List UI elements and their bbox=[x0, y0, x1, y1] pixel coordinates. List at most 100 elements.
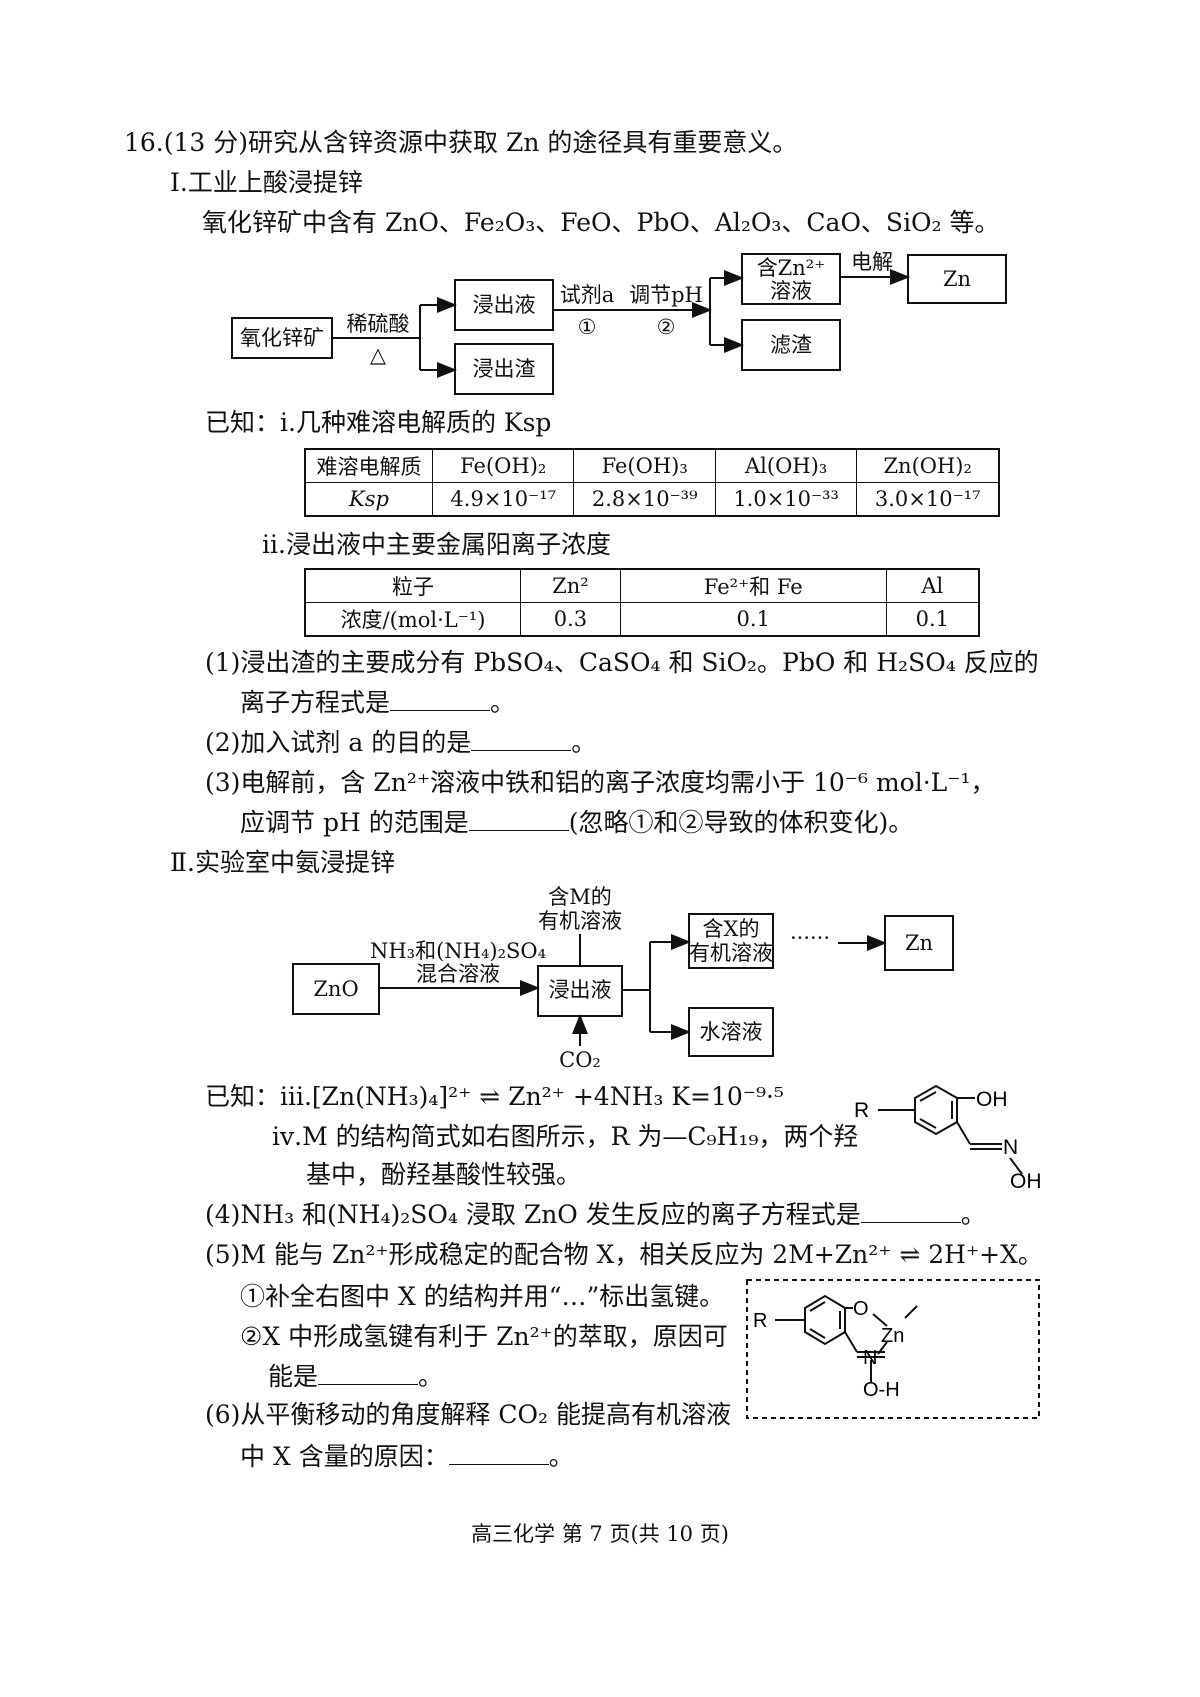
q2-answer-blank[interactable] bbox=[471, 728, 572, 751]
known-iv-line1: ⅳ.M 的结构简式如右图所示，R 为—C₉H₁₉，两个羟 bbox=[272, 1122, 859, 1151]
mol-x-oh-label: O-H bbox=[863, 1379, 900, 1401]
q4-line: (4)NH₃ 和(NH₄)₂SO₄ 浸取 ZnO 发生反应的离子方程式是 。 bbox=[205, 1200, 986, 1230]
ksp-table-header-row: 难溶电解质 Fe(OH)₂ Fe(OH)₃ Al(OH)₃ Zn(OH)₂ bbox=[304, 448, 1000, 483]
q2-end: 。 bbox=[571, 728, 597, 757]
q5-sub1: ①补全右图中 X 的结构并用“…”标出氢键。 bbox=[240, 1282, 725, 1311]
fc2-co2: CO₂ bbox=[559, 1048, 601, 1072]
fc2-aqueous: 水溶液 bbox=[700, 1020, 763, 1044]
conc-header-label: 粒子 bbox=[304, 568, 521, 603]
fc1-ore: 氧化锌矿 bbox=[240, 326, 324, 350]
conc-value-cell: 0.1 bbox=[619, 602, 887, 637]
q6-prompt: 中 X 含量的原因： bbox=[240, 1442, 449, 1471]
q4-end: 。 bbox=[960, 1200, 986, 1229]
q3-line1: (3)电解前，含 Zn²⁺溶液中铁和铝的离子浓度均需小于 10⁻⁶ mol·L⁻… bbox=[205, 768, 996, 797]
fc1-electrolysis: 电解 bbox=[851, 250, 893, 274]
mol-x-o-label: O bbox=[853, 1298, 869, 1320]
fc2-start: ZnO bbox=[313, 977, 358, 1001]
fc1-leach-residue: 浸出渣 bbox=[473, 357, 536, 381]
known-ii: ⅱ.浸出液中主要金属阳离子浓度 bbox=[262, 530, 611, 559]
mol-m-r-label: R bbox=[854, 1099, 869, 1122]
mol-x-r-label: R bbox=[753, 1310, 767, 1332]
conc-table: 粒子 Zn² Fe²⁺和 Fe Al 浓度/(mol·L⁻¹) 0.3 0.1 … bbox=[304, 568, 980, 637]
q2-line: (2)加入试剂 a 的目的是 。 bbox=[205, 728, 596, 758]
q3-prompt: 应调节 pH 的范围是 bbox=[240, 808, 469, 837]
fc1-heat: △ bbox=[370, 343, 387, 367]
conc-row-label: 浓度/(mol·L⁻¹) bbox=[304, 602, 521, 637]
ksp-value-cell: 4.9×10⁻¹⁷ bbox=[431, 482, 575, 517]
mol-x-zn-label: Zn bbox=[881, 1325, 904, 1347]
fc1-step2: 调节pH bbox=[629, 283, 703, 307]
q6-line2: 中 X 含量的原因： 。 bbox=[240, 1442, 574, 1472]
fc1-zn-solution-l1: 含Zn²⁺ bbox=[757, 256, 826, 280]
ksp-table: 难溶电解质 Fe(OH)₂ Fe(OH)₃ Al(OH)₃ Zn(OH)₂ Ks… bbox=[304, 448, 1000, 517]
mol-x-n-label: N bbox=[863, 1347, 877, 1369]
q3-end: (忽略①和②导致的体积变化)。 bbox=[568, 808, 914, 837]
page-footer: 高三化学 第 7 页(共 10 页) bbox=[471, 1522, 729, 1546]
ksp-value-cell: 3.0×10⁻¹⁷ bbox=[856, 482, 1000, 517]
ksp-header-cell: Zn(OH)₂ bbox=[856, 448, 1000, 483]
conc-header-cell: Al bbox=[885, 568, 980, 603]
fc1-reagent: 稀硫酸 bbox=[347, 312, 410, 336]
molecule-m-structure: R OH N OH bbox=[854, 1084, 1042, 1193]
fc1-filter-residue: 滤渣 bbox=[770, 333, 812, 357]
ksp-table-value-row: Ksp 4.9×10⁻¹⁷ 2.8×10⁻³⁹ 1.0×10⁻³³ 3.0×10… bbox=[304, 482, 1000, 517]
fc1-zn-solution-l2: 溶液 bbox=[770, 279, 812, 303]
conc-value-cell: 0.3 bbox=[520, 602, 621, 637]
question-16-header: 16.(13 分)研究从含锌资源中获取 Zn 的途径具有重要意义。 bbox=[124, 128, 798, 157]
q1-end: 。 bbox=[490, 688, 516, 717]
fc1-step1-num: ① bbox=[578, 315, 597, 339]
complex-x-structure[interactable]: R O Zn N O-H bbox=[745, 1278, 1045, 1424]
fc2-m-l2: 有机溶液 bbox=[538, 909, 622, 933]
q5-sub2-line1: ②X 中形成氢键有利于 Zn²⁺的萃取，原因可 bbox=[240, 1322, 728, 1351]
ksp-value-cell: 1.0×10⁻³³ bbox=[714, 482, 858, 517]
mol-m-oh-label: OH bbox=[976, 1088, 1008, 1111]
fc1-step2-num: ② bbox=[657, 315, 676, 339]
flowchart-1: 氧化锌矿 稀硫酸 △ 浸出液 浸出渣 试剂a ① 调节pH ② 含Zn²⁺ 溶液… bbox=[231, 250, 1007, 395]
fc1-product: Zn bbox=[943, 267, 971, 291]
fc2-leach-liquid: 浸出液 bbox=[549, 978, 612, 1002]
flowchart-2: ZnO NH₃和(NH₄)₂SO₄ 混合溶液 含M的 有机溶液 浸出液 CO₂ … bbox=[292, 885, 954, 1072]
known-iii: 已知：ⅲ.[Zn(NH₃)₄]²⁺ ⇌ Zn²⁺ +4NH₃ K=10⁻⁹·⁵ bbox=[205, 1082, 784, 1111]
fc1-step1: 试剂a bbox=[560, 283, 615, 307]
q6-end: 。 bbox=[548, 1442, 574, 1471]
q5-line1: (5)M 能与 Zn²⁺形成稳定的配合物 X，相关反应为 2M+Zn²⁺ ⇌ 2… bbox=[205, 1240, 1043, 1269]
part1-title: Ⅰ.工业上酸浸提锌 bbox=[170, 168, 363, 197]
fc2-x-l1: 含X的 bbox=[703, 917, 760, 941]
ksp-value-cell: 2.8×10⁻³⁹ bbox=[573, 482, 716, 517]
q1-answer-blank[interactable] bbox=[390, 688, 491, 711]
fc2-m-l1: 含M的 bbox=[548, 885, 612, 909]
q2-prompt: (2)加入试剂 a 的目的是 bbox=[205, 728, 472, 757]
q4-answer-blank[interactable] bbox=[860, 1200, 961, 1223]
q3-answer-blank[interactable] bbox=[468, 808, 569, 831]
conc-header-cell: Zn² bbox=[520, 568, 621, 603]
fc2-reagent-l2: 混合溶液 bbox=[416, 962, 500, 986]
q6-answer-blank[interactable] bbox=[448, 1442, 549, 1465]
fc2-x-l2: 有机溶液 bbox=[689, 941, 773, 965]
part2-title: Ⅱ.实验室中氨浸提锌 bbox=[170, 848, 395, 877]
mol-m-n-label: N bbox=[1003, 1136, 1018, 1159]
q5-sub2-line2: 能是 。 bbox=[268, 1362, 443, 1392]
mol-m-oh2-label: OH bbox=[1010, 1170, 1042, 1193]
fc2-product: Zn bbox=[905, 931, 933, 955]
ksp-header-cell: Al(OH)₃ bbox=[714, 448, 858, 483]
q1-line1: (1)浸出渣的主要成分有 PbSO₄、CaSO₄ 和 SiO₂。PbO 和 H₂… bbox=[205, 648, 1039, 677]
ksp-header-label: 难溶电解质 bbox=[304, 448, 433, 483]
conc-table-value-row: 浓度/(mol·L⁻¹) 0.3 0.1 0.1 bbox=[304, 602, 980, 637]
q5-end: 。 bbox=[418, 1362, 444, 1391]
known-i: 已知：ⅰ.几种难溶电解质的 Ksp bbox=[205, 408, 552, 437]
ksp-header-cell: Fe(OH)₂ bbox=[431, 448, 575, 483]
fc2-dots: ······ bbox=[790, 926, 830, 950]
conc-value-cell: 0.1 bbox=[885, 602, 980, 637]
fc1-leach-liquid: 浸出液 bbox=[473, 293, 536, 317]
ksp-row-label: Ksp bbox=[304, 482, 433, 517]
q1-prompt: 离子方程式是 bbox=[240, 688, 391, 717]
q4-prompt: (4)NH₃ 和(NH₄)₂SO₄ 浸取 ZnO 发生反应的离子方程式是 bbox=[205, 1200, 861, 1229]
known-iv-line2: 基中，酚羟基酸性较强。 bbox=[306, 1160, 582, 1189]
part1-intro: 氧化锌矿中含有 ZnO、Fe₂O₃、FeO、PbO、Al₂O₃、CaO、SiO₂… bbox=[202, 208, 1000, 237]
fc2-reagent-l1: NH₃和(NH₄)₂SO₄ bbox=[370, 939, 546, 963]
q5-answer-blank[interactable] bbox=[318, 1362, 419, 1385]
q6-line1: (6)从平衡移动的角度解释 CO₂ 能提高有机溶液 bbox=[205, 1400, 731, 1429]
q3-line2: 应调节 pH 的范围是 (忽略①和②导致的体积变化)。 bbox=[240, 808, 913, 838]
q1-line2: 离子方程式是 。 bbox=[240, 688, 515, 718]
q5-prompt: 能是 bbox=[268, 1362, 319, 1391]
